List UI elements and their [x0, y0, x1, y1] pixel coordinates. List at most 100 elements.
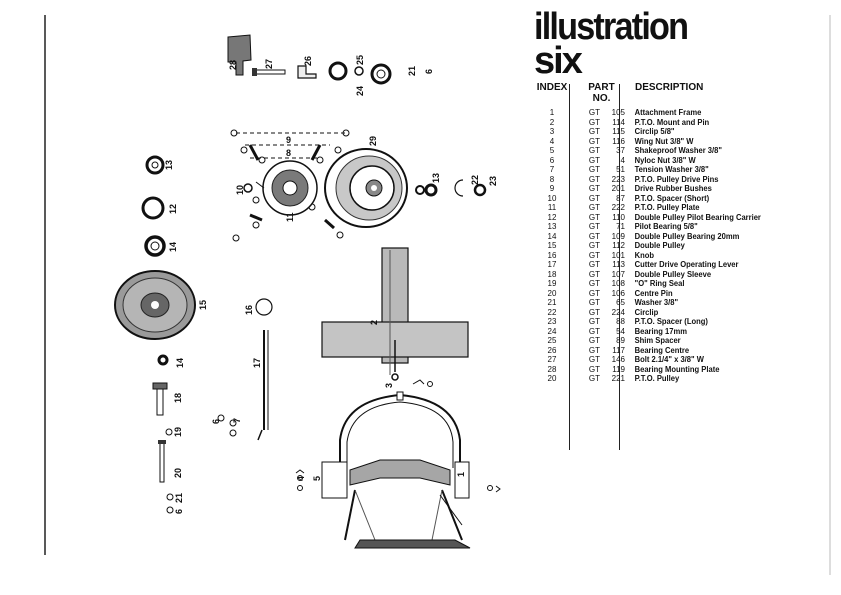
row-description: Pilot Bearing 5/8"	[634, 222, 698, 232]
row-description: Bearing 17mm	[634, 326, 687, 336]
row-part-prefix: GT	[588, 108, 600, 118]
row-description: Circlip 5/8"	[634, 127, 675, 137]
pto-mount-and-pin-part	[321, 247, 469, 375]
row-part-number: 109	[611, 231, 625, 241]
callout-21a: 21	[407, 66, 417, 76]
bearing-mounting-plate-part	[227, 34, 252, 76]
row-index: 6	[549, 155, 555, 165]
row-part-prefix: GT	[588, 231, 600, 241]
row-description: Circlip	[634, 307, 659, 317]
callout-15: 15	[198, 300, 208, 310]
row-description: Nyloc Nut 3/8" W	[634, 155, 696, 165]
row-part-prefix: GT	[588, 222, 600, 232]
row-part-prefix: GT	[588, 136, 600, 146]
callout-23: 23	[488, 176, 498, 186]
row-part-number: 117	[612, 345, 625, 355]
wing-nut-part-3	[412, 379, 425, 385]
callout-1: 1	[456, 472, 466, 477]
row-part-number: 223	[611, 174, 625, 184]
row-description: P.T.O. Spacer (Long)	[634, 317, 708, 327]
double-pulley-sleeve-part	[152, 382, 168, 416]
row-description: Double Pulley Pilot Bearing Carrier	[634, 212, 761, 222]
callout-2: 2	[369, 320, 379, 325]
column-divider-2	[619, 84, 620, 450]
row-part-prefix: GT	[588, 269, 600, 279]
tension-washer-part-2	[229, 429, 237, 437]
row-part-prefix: GT	[588, 174, 600, 184]
row-index: 20	[547, 374, 557, 384]
row-index: 17	[547, 260, 557, 270]
callout-21b: 21	[174, 493, 184, 503]
row-part-prefix: GT	[588, 241, 600, 251]
header-index: INDEX	[536, 82, 568, 93]
double-pulley-part	[114, 270, 196, 340]
row-index: 21	[547, 298, 557, 308]
row-description: P.T.O. Pulley Drive Pins	[634, 174, 719, 184]
callout-28: 28	[228, 60, 238, 70]
row-description: Double Pulley Sleeve	[634, 269, 712, 279]
header-part-no: PART NO.	[576, 82, 627, 108]
table-header-row: INDEX PART NO. DESCRIPTION	[528, 82, 770, 108]
callout-22: 22	[470, 175, 480, 185]
callout-29: 29	[368, 136, 378, 146]
nyloc-nut-part	[166, 506, 174, 514]
row-index: 20	[547, 288, 557, 298]
row-part-number: 87	[616, 193, 625, 203]
row-part-prefix: GT	[588, 279, 600, 289]
header-description: DESCRIPTION	[635, 82, 704, 93]
nyloc-nut-part-2	[217, 414, 225, 422]
callout-24: 24	[355, 86, 365, 96]
row-description: Tension Washer 3/8"	[634, 165, 709, 175]
row-part-number: 108	[611, 279, 625, 289]
illustration-title: illustration	[534, 6, 689, 48]
callout-25: 25	[355, 55, 365, 65]
row-part-number: 54	[616, 326, 625, 336]
row-part-prefix: GT	[588, 364, 600, 374]
header-part-line2: NO.	[592, 93, 611, 104]
row-description: Cutter Drive Operating Lever	[634, 260, 739, 270]
row-index: 15	[547, 241, 557, 251]
row-index: 4	[549, 136, 555, 146]
row-description: Shakeproof Washer 3/8"	[634, 146, 722, 156]
row-description: P.T.O. Pulley Plate	[634, 203, 700, 213]
double-pulley-bearing-part	[144, 235, 166, 257]
row-index: 19	[547, 279, 557, 289]
callout-9: 9	[286, 135, 291, 145]
row-part-prefix: GT	[588, 317, 600, 327]
centre-pin-part	[158, 440, 166, 483]
row-description: Knob	[634, 250, 655, 260]
row-part-prefix: GT	[588, 193, 600, 203]
row-part-number: 4	[620, 155, 625, 165]
row-part-number: 114	[612, 117, 625, 127]
row-part-prefix: GT	[588, 336, 600, 346]
row-index: 7	[549, 165, 555, 175]
row-index: 23	[547, 317, 557, 327]
row-part-prefix: GT	[588, 117, 600, 127]
pto-pulley-plate-assembly	[230, 129, 350, 242]
row-description: P.T.O. Spacer (Short)	[634, 193, 710, 203]
shim-spacer-part	[328, 61, 348, 81]
row-part-prefix: GT	[588, 288, 600, 298]
row-part-number: 101	[611, 250, 625, 260]
row-part-number: 112	[612, 241, 625, 251]
callout-18: 18	[173, 393, 183, 403]
row-part-number: 221	[611, 374, 625, 384]
pilot-bearing-bore	[151, 161, 159, 169]
callout-6c: 6	[211, 419, 221, 424]
pto-pulley-part	[324, 148, 408, 228]
circlip-part	[454, 179, 464, 197]
row-part-prefix: GT	[588, 374, 600, 384]
row-part-prefix: GT	[588, 260, 600, 270]
wing-nut-part	[295, 469, 305, 491]
row-part-number: 222	[611, 203, 625, 213]
